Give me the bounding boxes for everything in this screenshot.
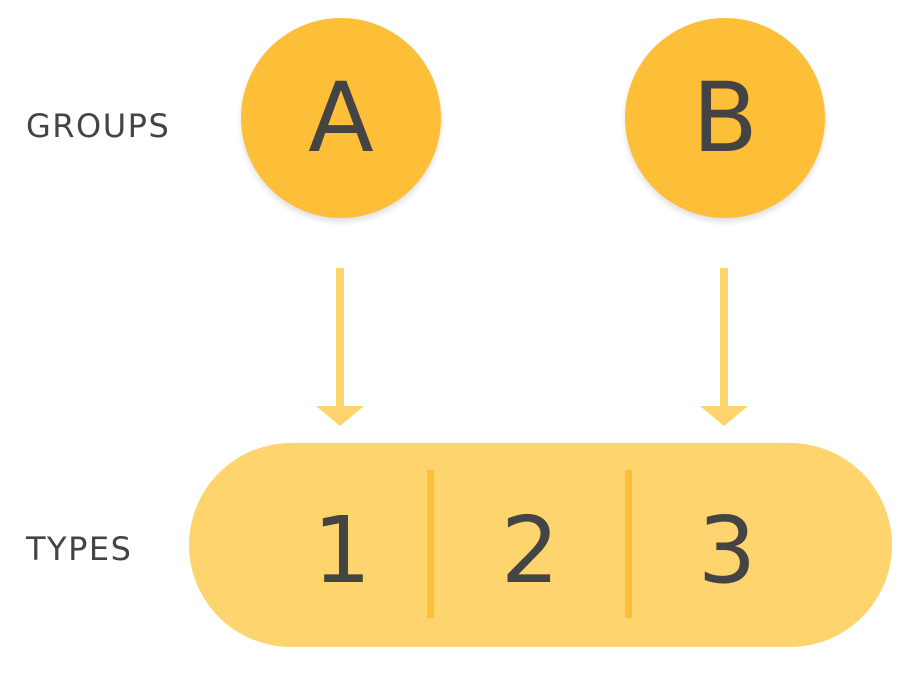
type-2-number: 2 bbox=[500, 497, 560, 604]
types-label: TYPES bbox=[26, 530, 133, 568]
arrow-a-to-type-1 bbox=[316, 268, 364, 426]
type-3-number: 3 bbox=[697, 497, 757, 604]
group-a-circle: A bbox=[241, 18, 441, 218]
arrow-b-to-type-3 bbox=[700, 268, 748, 426]
groups-label: GROUPS bbox=[26, 107, 171, 145]
type-1-number: 1 bbox=[312, 497, 372, 604]
type-divider bbox=[427, 470, 434, 618]
group-b-circle: B bbox=[625, 18, 825, 218]
type-divider bbox=[625, 470, 632, 618]
types-pill bbox=[189, 443, 892, 647]
